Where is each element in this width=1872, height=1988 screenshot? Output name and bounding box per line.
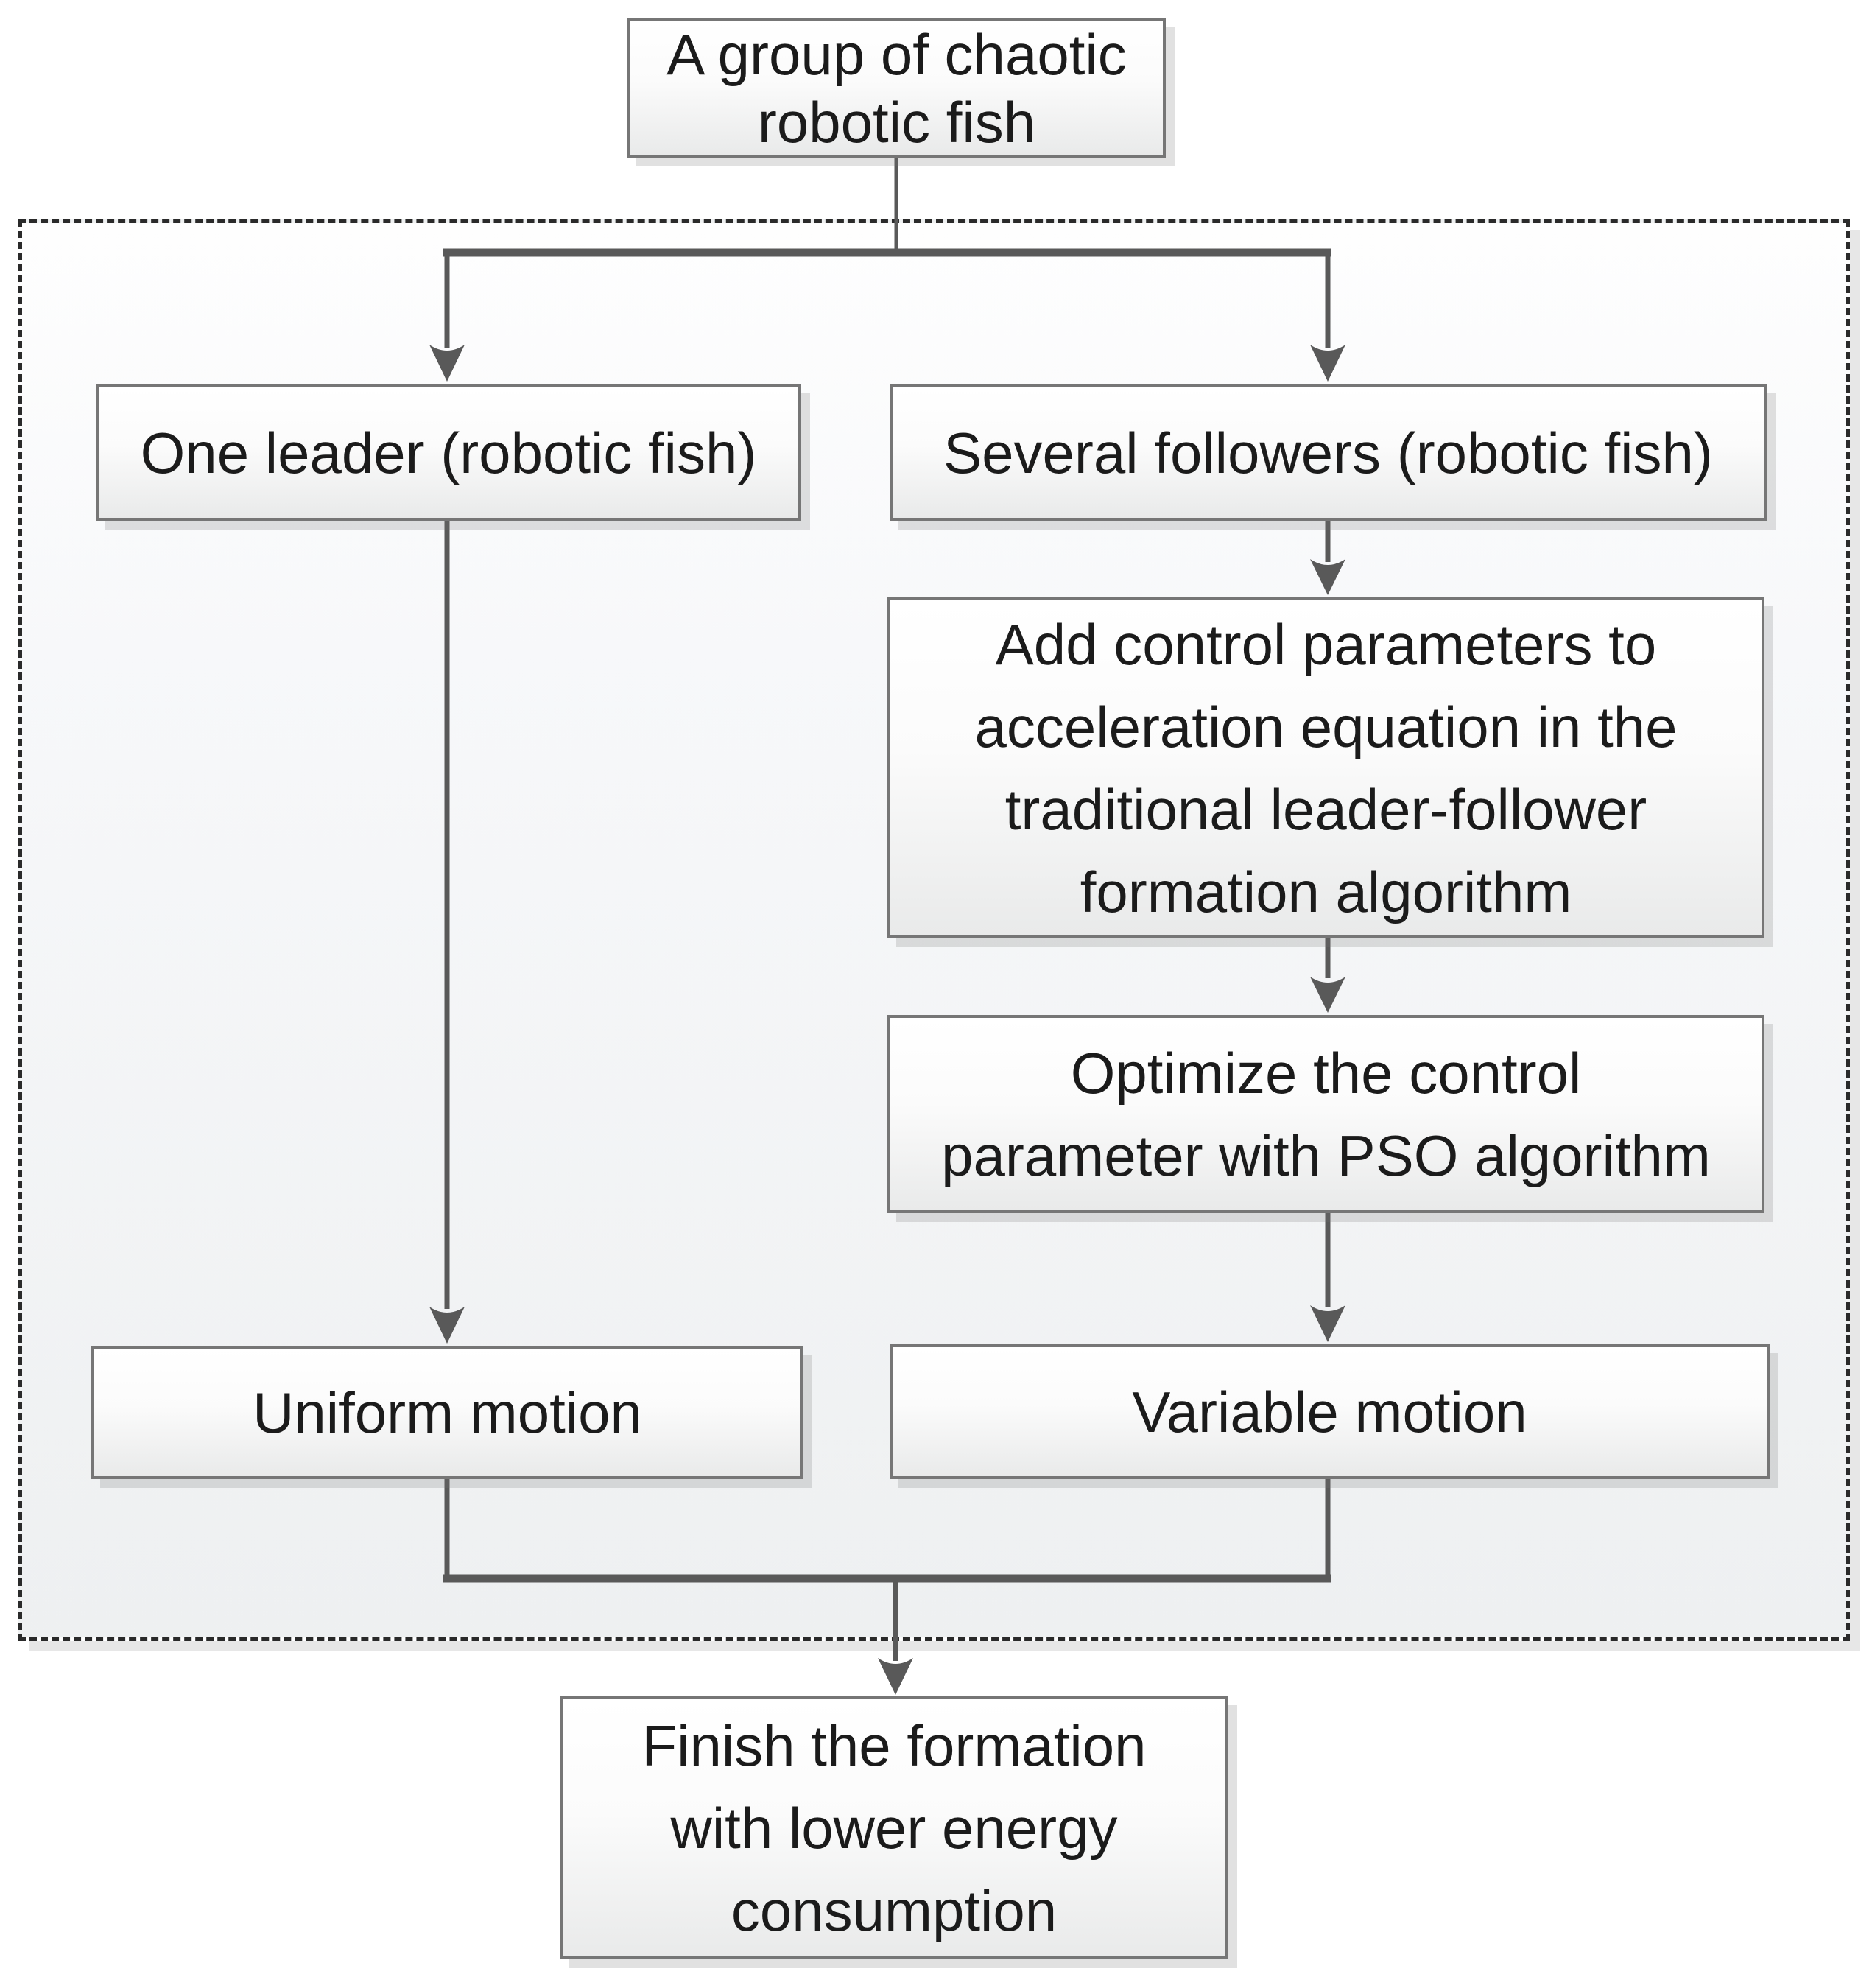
node-one-leader-label: One leader (robotic fish) [140,420,757,485]
arrowhead-followers [1310,345,1345,382]
node-optimize-pso-label: Optimize the control parameter with PSO … [941,1040,1711,1188]
node-several-followers-label: Several followers (robotic fish) [943,420,1713,485]
arrowhead-finish [878,1658,913,1695]
arrowhead-optimize [1310,977,1345,1013]
node-add-control-parameters: Add control parameters to acceleration e… [887,597,1764,938]
node-variable-motion: Variable motion [890,1344,1770,1479]
arrowhead-leader [429,345,465,382]
node-add-control-parameters-label: Add control parameters to acceleration e… [974,611,1678,924]
node-uniform-motion: Uniform motion [91,1346,803,1479]
node-several-followers: Several followers (robotic fish) [890,384,1767,521]
node-variable-motion-label: Variable motion [1132,1379,1527,1444]
node-optimize-pso: Optimize the control parameter with PSO … [887,1015,1764,1213]
node-one-leader: One leader (robotic fish) [96,384,801,521]
node-uniform-motion-label: Uniform motion [253,1380,642,1445]
arrowhead-variable [1310,1305,1345,1342]
node-start: A group of chaotic robotic fish [627,18,1166,158]
node-finish-formation: Finish the formation with lower energy c… [560,1696,1228,1959]
arrowhead-uniform [429,1307,465,1344]
node-start-label: A group of chaotic robotic fish [666,21,1127,155]
arrowhead-add-params [1310,559,1345,595]
node-finish-formation-label: Finish the formation with lower energy c… [641,1713,1147,1943]
